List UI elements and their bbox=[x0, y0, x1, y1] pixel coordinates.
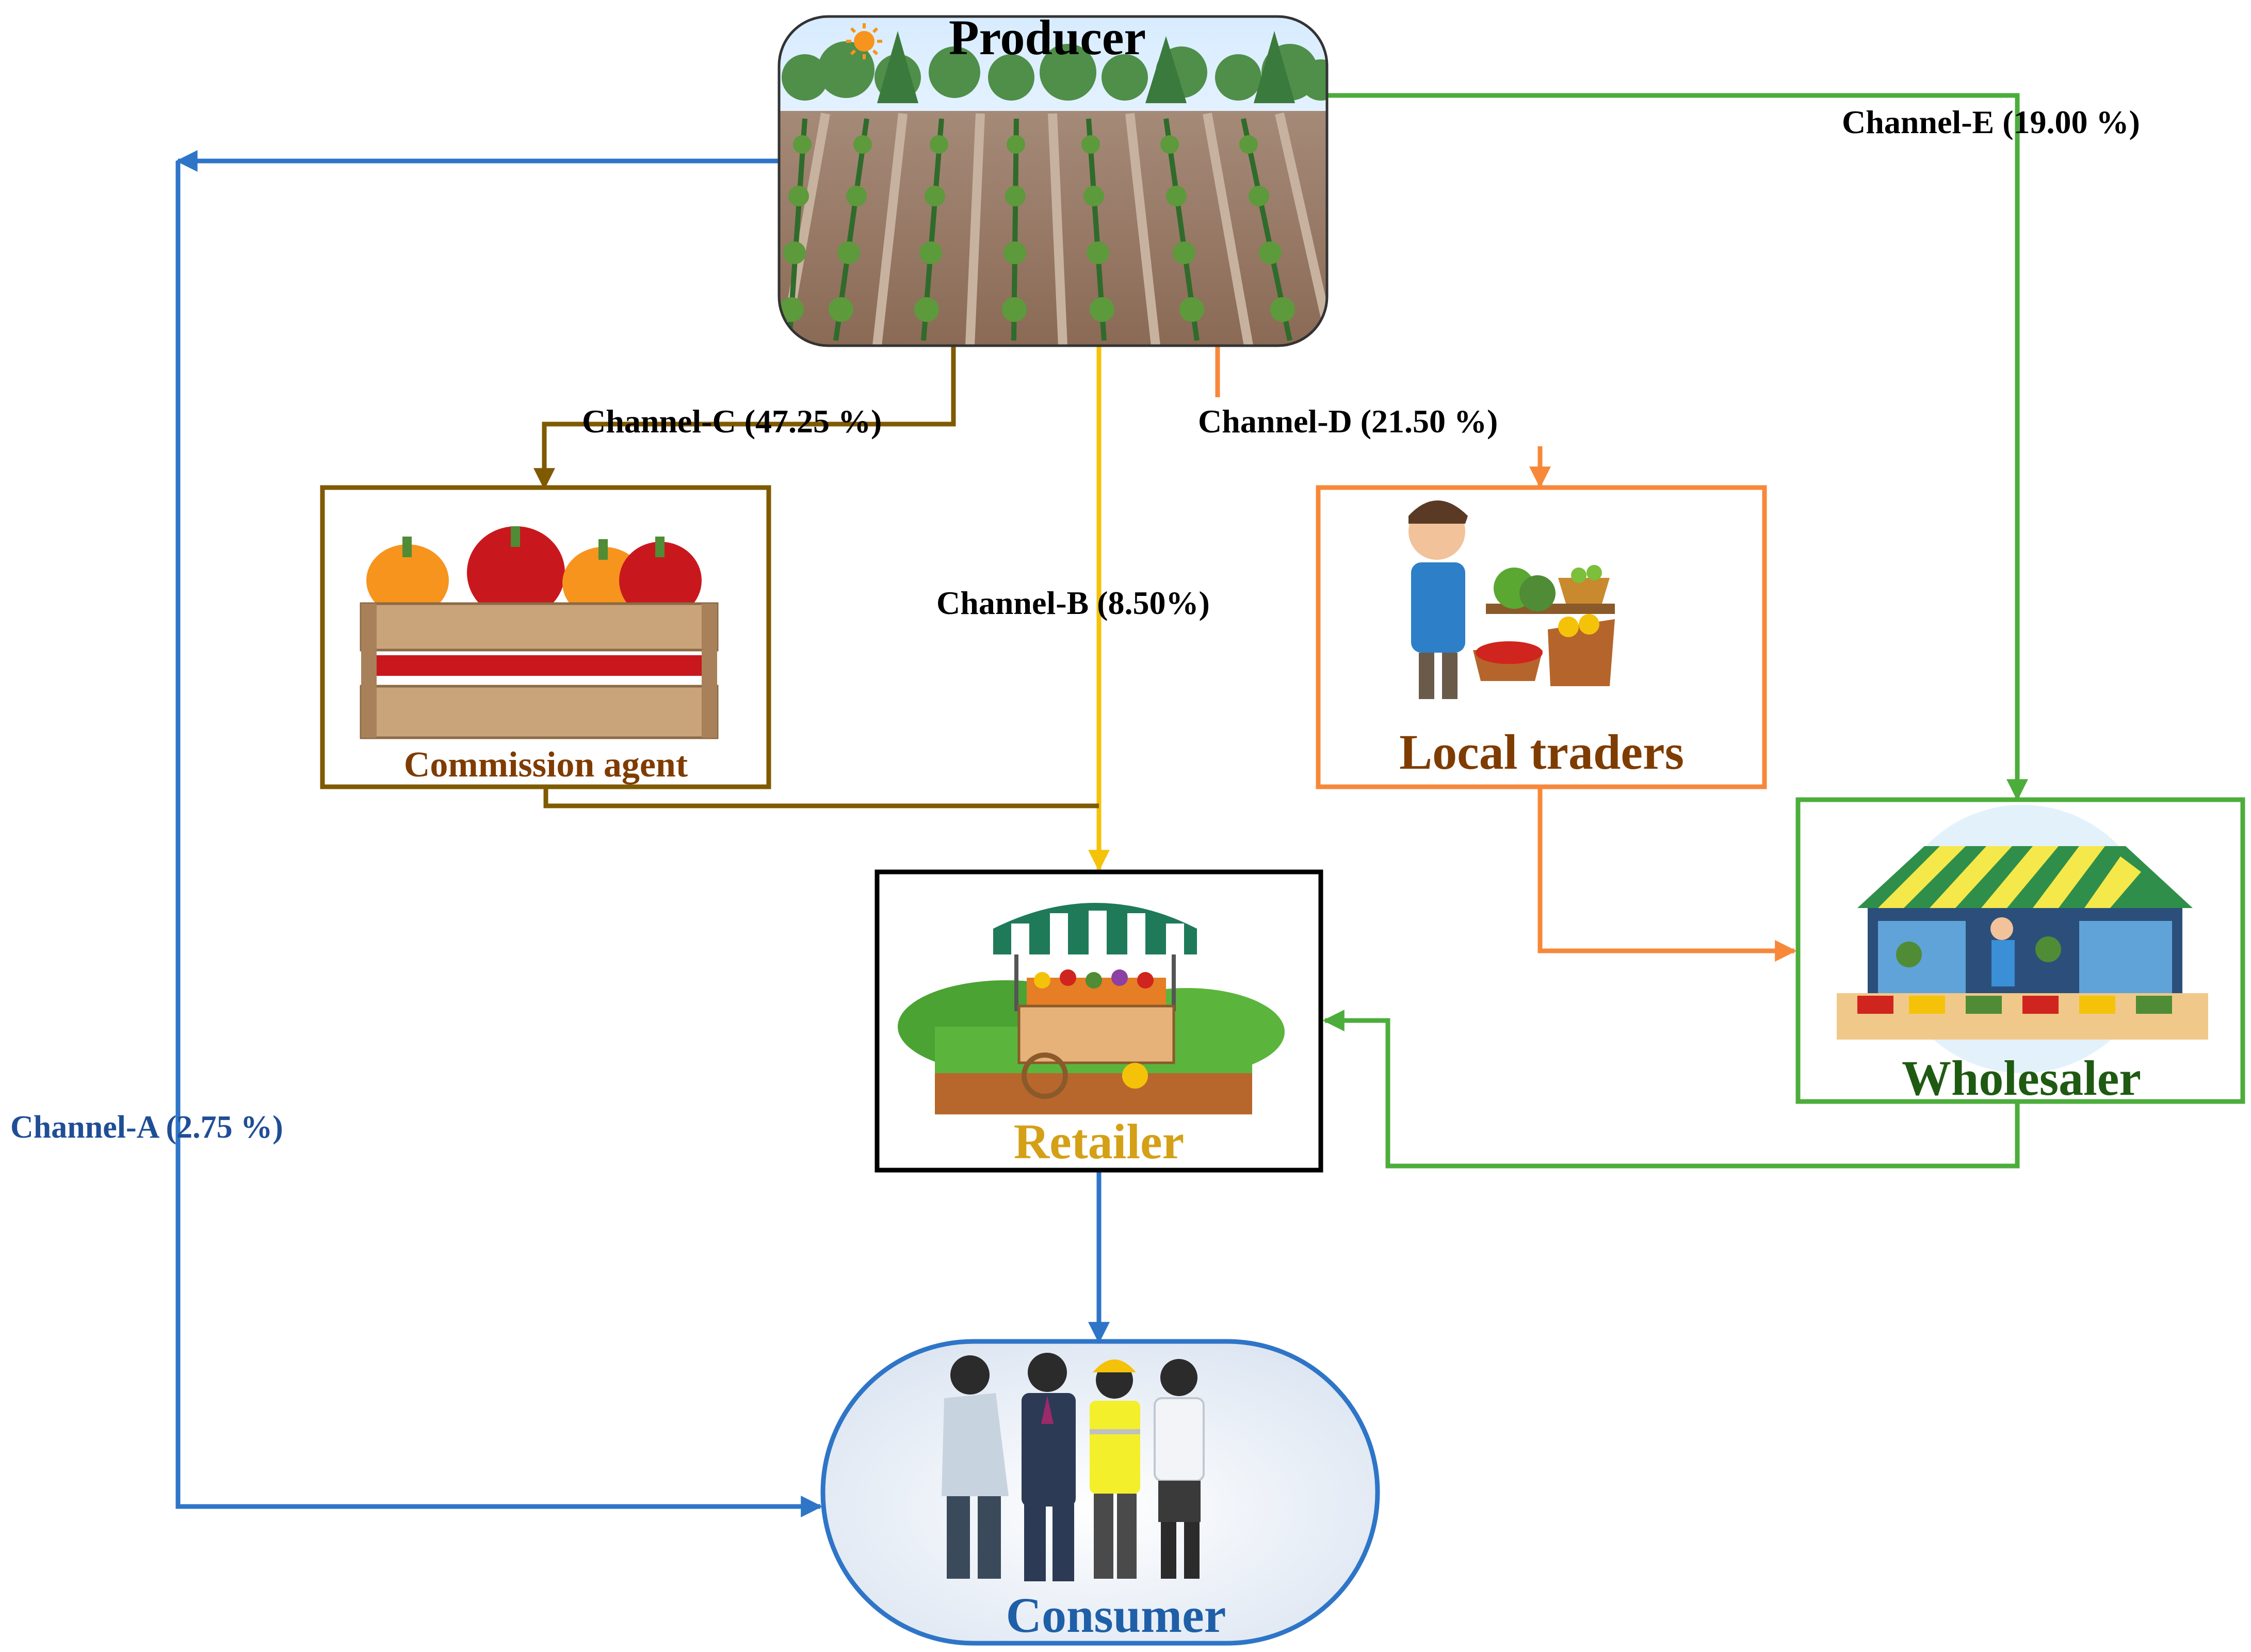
vendor-stall-image bbox=[1408, 500, 1615, 699]
local-traders-node: Local traders bbox=[1316, 485, 1767, 789]
retailer-label: Retailer bbox=[1014, 1114, 1184, 1169]
retailer-node: Retailer bbox=[875, 869, 1323, 1173]
local-to-wholesaler-line bbox=[1537, 787, 1797, 962]
wholesaler-label: Wholesaler bbox=[1902, 1050, 2141, 1106]
producer-node: Producer bbox=[778, 10, 1329, 347]
commission-agent-label: Commission agent bbox=[404, 745, 688, 785]
wholesaler-to-retailer-line bbox=[1322, 1010, 2020, 1169]
local-traders-label: Local traders bbox=[1399, 724, 1684, 780]
channel-c-line bbox=[533, 346, 956, 490]
market-shop-image bbox=[1837, 805, 2208, 1073]
channel-b-label: Channel-B (8.50%) bbox=[936, 585, 1210, 621]
people-group-image bbox=[942, 1353, 1205, 1581]
pepper-crate-image bbox=[360, 526, 719, 739]
sun-icon bbox=[846, 23, 882, 59]
channel-e-line bbox=[1327, 93, 2028, 801]
fruit-cart-image bbox=[898, 903, 1285, 1114]
producer-label: Producer bbox=[949, 10, 1146, 65]
channel-a-line-down bbox=[175, 161, 823, 1517]
channel-d-label: Channel-D (21.50 %) bbox=[1198, 403, 1498, 440]
channel-e-label: Channel-E (19.00 %) bbox=[1842, 104, 2140, 140]
commission-to-retailer-line bbox=[543, 787, 1099, 808]
wholesaler-node: Wholesaler bbox=[1795, 797, 2245, 1106]
consumer-label: Consumer bbox=[1006, 1588, 1226, 1643]
channel-a-label: Channel-A (2.75 %) bbox=[10, 1110, 283, 1145]
commission-agent-node: Commission agent bbox=[320, 485, 771, 789]
field-image bbox=[779, 17, 1327, 346]
consumer-node: Consumer bbox=[820, 1339, 1380, 1646]
channel-c-label: Channel-C (47.25 %) bbox=[582, 403, 882, 440]
